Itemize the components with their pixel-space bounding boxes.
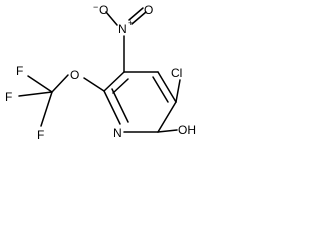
bond-c3-c4 [157,71,177,103]
substituent-bonds [18,7,181,133]
bond-n-o-double-b [128,7,144,21]
atom-cl: Cl [171,66,182,80]
bond-c2-oh [157,129,178,133]
bond-c5-c6-double [112,78,129,94]
atom-n-nitro: N [118,22,127,36]
bond-n-o-double-a [131,11,147,25]
charge-nitro-plus: + [128,18,133,28]
bond-c5-c6 [103,71,125,92]
atom-f-top: F [16,64,23,78]
atom-o-nitro-double: O [144,3,153,17]
bond-c-f-top [27,75,53,93]
atom-labels: N N + O − O Cl OH O F F F [5,2,196,142]
bond-o-cf3 [51,74,69,93]
bond-c3-c4-double [152,76,169,103]
atom-o-nitro-minus: O [99,3,108,17]
bond-n-o-single [105,11,118,26]
bond-c-f-left [18,91,53,97]
atom-n-ring: N [113,126,122,140]
bond-c-f-bottom [40,91,53,127]
atom-f-bottom: F [37,128,44,142]
bond-n-c6-double [111,88,129,123]
bond-n-c6 [103,90,121,125]
atom-oh: OH [178,123,196,137]
atom-f-left: F [5,90,12,104]
bond-c6-o-ether [83,77,105,92]
pyridine-ring [103,71,177,133]
charge-nitro-minus: − [93,2,98,12]
chemical-structure: N N + O − O Cl OH O F F F [5,2,196,142]
bond-c2-c3 [157,101,177,133]
bond-c3-cl [175,79,181,103]
atom-o-ether: O [70,68,79,82]
